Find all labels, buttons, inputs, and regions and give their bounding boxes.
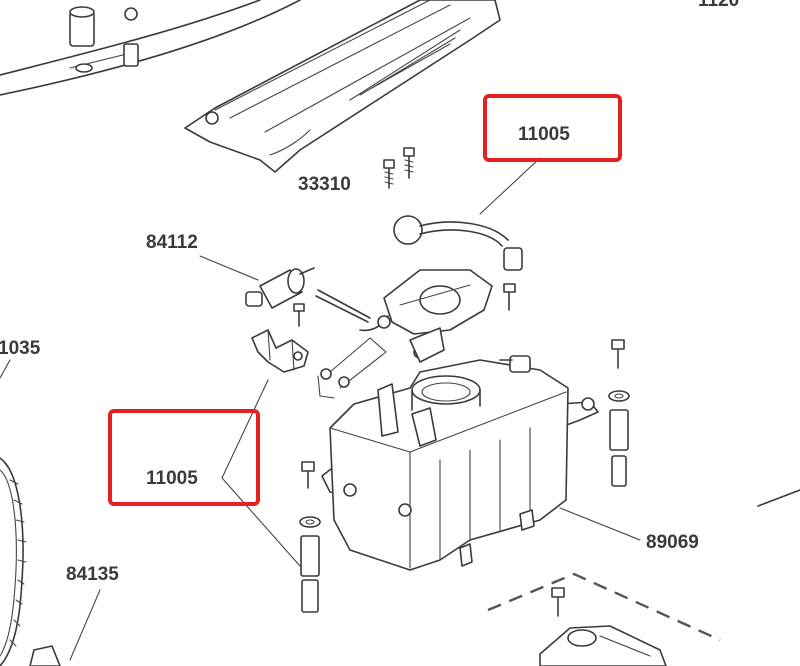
fuel-filter-drawing: [245, 267, 371, 323]
label-84135: 84135: [66, 564, 119, 585]
top-mount-bracket-drawing: [184, 0, 501, 173]
label-11005-top: 11005: [518, 124, 570, 145]
chassis-rail-drawing: [0, 0, 301, 96]
right-edge-rod: [757, 489, 800, 507]
label-11005-left: 11005: [146, 468, 198, 489]
screw-pair-drawing: [383, 147, 415, 189]
highlight-box-left: [108, 409, 260, 506]
standoff-left-drawing: [299, 461, 321, 613]
label-1035-partial: 1035: [0, 338, 41, 359]
label-33310: 33310: [298, 174, 351, 195]
gear-partial-drawing: [0, 457, 27, 666]
leader-11005-top: [479, 157, 541, 215]
label-84112: 84112: [146, 232, 198, 253]
bottom-assembly-drawing: [487, 572, 721, 666]
leader-1035: [0, 359, 11, 379]
highlight-box-top: [483, 94, 622, 162]
leader-84112: [199, 255, 259, 281]
tank-clip-drawing: [251, 329, 309, 373]
fuel-tank-drawing: [321, 355, 599, 571]
leader-84135: [69, 589, 101, 661]
screw-right-drawing: [503, 283, 516, 311]
label-1120-partial: 1120: [698, 0, 739, 11]
small-screw-drawing: [293, 303, 305, 327]
standoff-right-drawing: [608, 339, 630, 487]
leader-11005-left-b: [221, 477, 301, 567]
label-89069: 89069: [646, 532, 699, 553]
fuel-line-assembly-drawing: [317, 215, 523, 399]
leader-89069: [559, 507, 641, 541]
nut-partial-drawing: [29, 645, 61, 666]
leader-11005-left-a: [221, 379, 269, 479]
